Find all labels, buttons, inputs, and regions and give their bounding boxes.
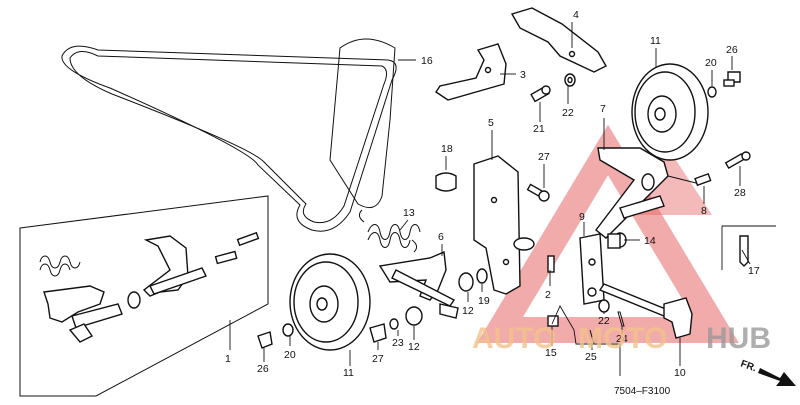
callout-15: 15 [545,347,557,359]
washer-part-22-bottom [598,299,610,313]
callout-5: 5 [488,117,494,129]
assembly-box-1 [19,195,269,397]
tension-arm-part-7 [595,147,701,239]
bracket-part-5 [473,155,535,295]
bolt-part-27-bottom [369,323,387,343]
washer-part-23 [389,318,399,330]
callout-22-bottom: 22 [598,315,610,327]
spacer-part-12-bottom [405,306,423,326]
callout-26-bottom: 26 [257,363,269,375]
front-direction-arrow: FR. [739,358,796,386]
callout-14: 14 [644,235,656,247]
callout-11-top: 11 [650,35,661,47]
svg-text:MOTO: MOTO [578,322,667,355]
callout-10: 10 [674,367,686,379]
washer-part-22-top [564,73,576,87]
callout-12-bottom: 12 [408,341,420,353]
callout-22-top: 22 [562,107,574,119]
arm-part-6 [378,250,459,319]
callout-24: 24 [616,333,628,345]
bolt-part-26-bottom [257,331,273,349]
watermark-text: AUTO MOTO HUB [472,322,771,355]
svg-text:AUTO: AUTO [472,322,556,355]
rod-part-10 [598,283,693,339]
callout-6: 6 [438,231,444,243]
pin-part-17 [739,235,749,267]
callout-13: 13 [403,207,415,219]
callout-19: 19 [478,295,490,307]
pulley-part-11-top [631,63,709,161]
plate-part-9 [579,233,605,305]
callout-12-right: 12 [462,305,474,317]
callout-26-top: 26 [726,44,738,56]
callout-11-bottom: 11 [343,367,354,379]
callout-9: 9 [579,211,585,223]
callout-20-top: 20 [705,57,717,69]
callout-leaders [229,22,776,376]
bolt-part-21 [530,85,551,103]
washer-part-19 [476,268,488,284]
callout-27-bottom: 27 [372,353,384,365]
callout-3: 3 [520,69,526,81]
bolt-part-26-top [723,71,741,87]
callout-labels: 16 3 4 11 26 20 7 21 22 5 18 27 28 8 13 … [225,9,760,379]
callout-27-top: 27 [538,151,550,163]
callout-4: 4 [573,9,579,21]
v-belt-part [61,38,397,232]
pin-part-8 [694,172,712,187]
washer-part-20-bottom [282,323,294,337]
washer-part-20-top [707,86,717,98]
callout-2: 2 [545,289,551,301]
callout-25: 25 [585,351,597,363]
callout-20-bottom: 20 [284,349,296,361]
bushing-part-18 [435,172,457,192]
bolt-part-27-top [526,183,550,202]
callout-7: 7 [600,103,606,115]
spacer-part-14 [607,232,627,249]
callout-21: 21 [533,123,545,135]
pulley-part-11-bottom [289,253,371,351]
bracket-part-4 [510,7,607,73]
bracket-part-3 [435,43,507,101]
bolt-part-28 [724,151,751,170]
washer-part-12-right [458,272,474,292]
callout-18: 18 [441,143,453,155]
spring-part-13 [358,209,421,253]
callout-8: 8 [701,205,707,217]
callout-16: 16 [421,55,433,67]
svg-text:FR.: FR. [739,358,758,374]
callout-17: 17 [748,265,760,277]
callout-23: 23 [392,337,404,349]
bolt-part-2 [547,255,555,273]
callout-28: 28 [734,187,746,199]
callout-1: 1 [225,353,231,365]
diagram-code: 7504–F3100 [614,386,671,397]
svg-text:HUB: HUB [706,322,771,355]
cotter-pin-part-25 [589,329,595,345]
